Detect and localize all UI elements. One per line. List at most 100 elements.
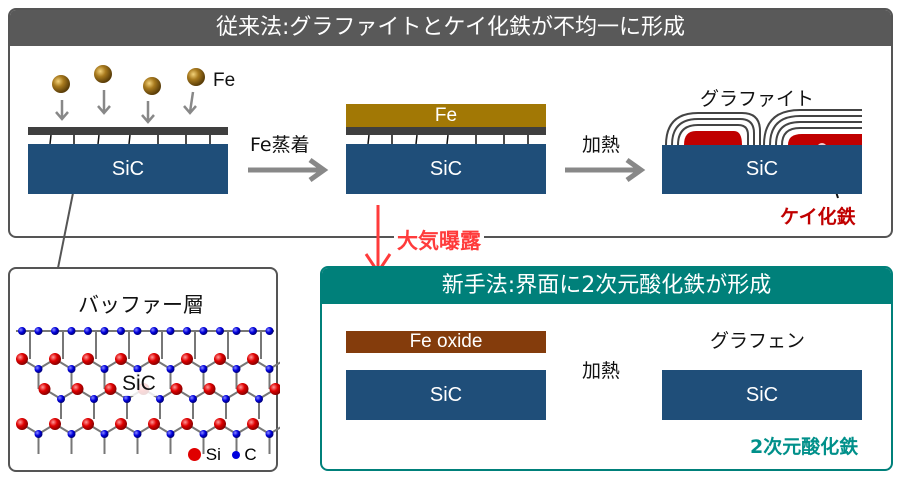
- silicon-atom: [181, 418, 193, 430]
- deposition-arrow: [97, 90, 111, 115]
- fe-layer: Fe: [346, 104, 546, 127]
- buffer-bonds: [49, 134, 211, 145]
- carbon-atom: [265, 430, 274, 438]
- sic-substrate-1: SiC: [28, 144, 228, 194]
- carbon-atom: [216, 327, 224, 335]
- sic-substrate-4: SiC: [346, 370, 546, 420]
- silicon-atom: [236, 383, 249, 395]
- carbon-atom: [51, 327, 59, 335]
- carbon-atom: [84, 327, 92, 335]
- fe-oxide-layer: Fe oxide: [346, 331, 546, 353]
- heat-label-1: 加熱: [582, 134, 621, 156]
- fe-atoms: [52, 65, 205, 124]
- carbon-atom: [100, 365, 109, 373]
- buffer-layer-graphene-2: [346, 127, 546, 135]
- carbon-atom: [222, 395, 230, 403]
- silicon-atom: [247, 353, 259, 365]
- silicon-atom: [203, 383, 216, 395]
- silicon-atom: [247, 418, 259, 430]
- carbon-atom: [18, 327, 26, 335]
- air-exposure-label: 大気曝露: [394, 225, 484, 255]
- legend-si-dot: [188, 448, 201, 461]
- legend: Si C: [188, 445, 257, 465]
- carbon-atom: [199, 327, 208, 335]
- carbon-atom: [133, 365, 142, 373]
- buffer-layer-graphene: [28, 127, 228, 135]
- silicon-atom: [148, 353, 160, 365]
- carbon-atom: [133, 327, 142, 335]
- graphite-label: グラファイト: [700, 88, 815, 110]
- legend-si-label: Si: [205, 445, 221, 464]
- deposition-arrow: [141, 101, 155, 124]
- carbon-atom: [117, 327, 125, 335]
- graphite-islands: [665, 109, 862, 146]
- carbon-atom: [34, 327, 43, 335]
- carbon-atom: [232, 430, 241, 438]
- silicon-atom: [148, 418, 160, 430]
- fe-atom: [94, 65, 112, 83]
- carbon-atom: [183, 327, 191, 335]
- sic-substrate-5: SiC: [662, 370, 862, 420]
- silicon-atom: [82, 418, 94, 430]
- fe-atom: [143, 77, 161, 95]
- carbon-atom: [90, 395, 98, 403]
- carbon-atom: [232, 327, 241, 335]
- carbon-atom: [67, 327, 76, 335]
- silicon-atom: [71, 383, 84, 395]
- buffer-layer-panel: バッファー層 SiC Si C: [8, 267, 280, 472]
- graphene-label: グラフェン: [710, 330, 806, 352]
- carbon-atom: [166, 327, 175, 335]
- silicon-atom: [214, 353, 226, 365]
- new-method-title: 新手法:界面に2次元酸化鉄が形成: [322, 268, 891, 304]
- iron-silicide-label: ケイ化鉄: [780, 206, 856, 228]
- new-method-panel: 新手法:界面に2次元酸化鉄が形成: [320, 266, 893, 471]
- buffer-detail-pointer: [57, 182, 76, 269]
- carbon-atom: [150, 327, 158, 335]
- carbon-atom: [265, 365, 274, 373]
- oxide-2d-label: 2次元酸化鉄: [750, 436, 859, 458]
- fe-atom: [187, 68, 205, 86]
- deposition-arrow: [55, 100, 69, 121]
- lattice-sic-label: SiC: [122, 372, 156, 396]
- fe-deposition-label: Fe蒸着: [250, 134, 310, 156]
- heat-label-2: 加熱: [582, 360, 621, 382]
- conventional-method-panel: 従来法:グラファイトとケイ化鉄が不均一に形成: [8, 8, 893, 238]
- silicon-atom: [104, 383, 117, 395]
- carbon-atom: [232, 365, 241, 373]
- carbon-atom: [156, 395, 164, 403]
- fe-atom: [52, 75, 70, 93]
- silicon-atom: [49, 418, 61, 430]
- silicon-atom: [269, 383, 280, 395]
- iron-silicide-island: [684, 131, 742, 145]
- legend-c-dot: [231, 451, 240, 459]
- carbon-atom: [100, 327, 109, 335]
- carbon-atom: [67, 430, 76, 438]
- deposition-arrow: [183, 91, 197, 115]
- carbon-atom: [34, 365, 43, 373]
- carbon-atom: [199, 430, 208, 438]
- carbon-atom: [123, 395, 131, 403]
- buffer-layer-title: バッファー層: [78, 293, 204, 317]
- carbon-atom: [255, 395, 263, 403]
- silicon-atom: [115, 418, 127, 430]
- carbon-atom: [265, 327, 274, 335]
- silicon-atom: [16, 353, 28, 365]
- silicon-atom: [214, 418, 226, 430]
- legend-c-label: C: [244, 445, 257, 464]
- carbon-atom: [189, 395, 197, 403]
- sic-substrate-2: SiC: [346, 144, 546, 194]
- carbon-atom: [199, 365, 208, 373]
- silicon-atom: [181, 353, 193, 365]
- silicon-atom: [16, 418, 28, 430]
- carbon-atom: [166, 430, 175, 438]
- silicon-atom: [49, 353, 61, 365]
- fe-atom-label: Fe: [213, 70, 236, 91]
- carbon-atom: [166, 365, 175, 373]
- carbon-atom: [57, 395, 65, 403]
- silicon-atom: [38, 383, 51, 395]
- silicon-atom: [170, 383, 183, 395]
- conventional-method-title: 従来法:グラファイトとケイ化鉄が不均一に形成: [10, 10, 891, 46]
- carbon-atom: [133, 430, 142, 438]
- iron-silicide-island: [788, 134, 862, 145]
- carbon-atom: [34, 430, 43, 438]
